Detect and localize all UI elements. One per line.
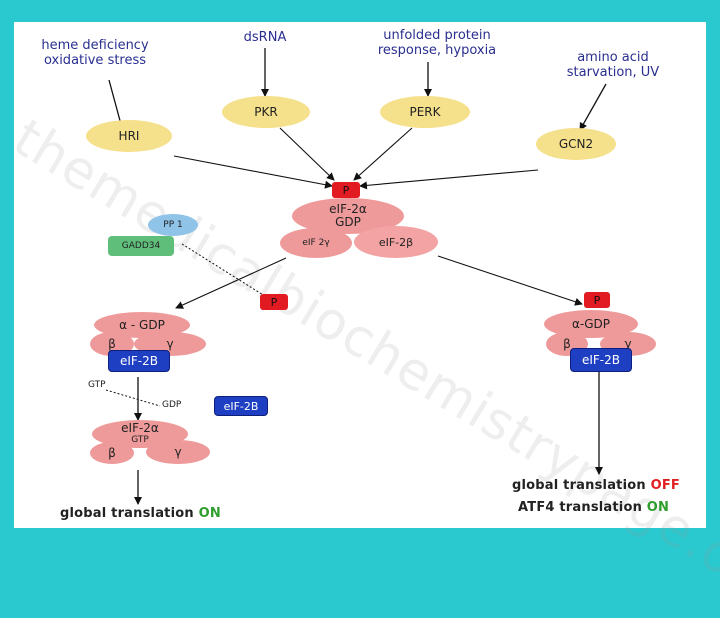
right-outcome-atf4: ATF4 translation ON — [518, 500, 669, 515]
stimulus-aa-line2: starvation, UV — [566, 65, 660, 80]
left-outcome-text: global translation — [60, 506, 199, 521]
kinase-hri: HRI — [86, 120, 172, 152]
eif2-beta: eIF-2β — [354, 226, 438, 258]
stimulus-upr: unfolded protein response, hypoxia — [362, 28, 512, 58]
right-eif2b-bound: eIF-2B — [570, 348, 632, 372]
eif2-gamma: eIF 2γ — [280, 228, 352, 258]
left-gtp-gamma: γ — [146, 440, 210, 464]
stimulus-upr-line1: unfolded protein — [383, 28, 491, 43]
kinase-gcn2: GCN2 — [536, 128, 616, 160]
dotted-pp1-to-p — [181, 243, 269, 299]
left-outcome: global translation ON — [60, 506, 221, 521]
left-eif2b-bound: eIF-2B — [108, 350, 170, 372]
kinase-pkr: PKR — [222, 96, 310, 128]
stimulus-heme: heme deficiency oxidative stress — [20, 38, 170, 68]
right-outcome-global-text: global translation — [512, 478, 651, 493]
gdp-label: GDP — [162, 400, 182, 410]
arrow-pkr-to-p — [279, 127, 335, 181]
phosphate-right: P — [584, 292, 610, 308]
arrow-center-to-right — [437, 255, 583, 306]
phosphate-left: P — [260, 294, 288, 310]
eif2-alpha-gdp: eIF-2α GDP — [292, 198, 404, 234]
gtp-label: GTP — [88, 380, 106, 390]
left-gtp-label: GTP — [131, 435, 149, 445]
kinase-perk: PERK — [380, 96, 470, 128]
arrow-layer — [105, 48, 607, 505]
arrow-gcn2-to-p — [359, 169, 539, 190]
dotted-gtp-to-gdp — [105, 389, 161, 407]
stimulus-aa-line1: amino acid — [577, 50, 649, 65]
arrow-aa-to-gcn2 — [579, 83, 607, 131]
gadd34-box: GADD34 — [108, 236, 174, 256]
left-gtp-beta: β — [90, 442, 134, 464]
right-outcome-global-state: OFF — [650, 478, 680, 493]
stimulus-dsrna: dsRNA — [243, 30, 287, 45]
phosphate-center: P — [332, 182, 360, 198]
stimulus-heme-line2: oxidative stress — [43, 53, 147, 68]
diagram-canvas: themedicalbiochemistrypage.org heme defi… — [3, 22, 720, 618]
arrow-perk-to-p — [353, 127, 413, 181]
right-outcome-global: global translation OFF — [512, 478, 680, 493]
stimulus-aa: amino acid starvation, UV — [548, 50, 678, 80]
arrow-center-to-left — [175, 257, 287, 309]
stimulus-heme-line1: heme deficiency — [41, 38, 149, 53]
eif2-alpha-label: eIF-2α — [329, 202, 367, 216]
pp1-oval: PP 1 — [148, 214, 198, 236]
right-outcome-atf4-text: ATF4 translation — [518, 500, 647, 515]
left-outcome-state: ON — [198, 506, 221, 521]
eif2-gdp-label: GDP — [335, 215, 361, 229]
free-eif2b: eIF-2B — [214, 396, 268, 416]
right-outcome-atf4-state: ON — [646, 500, 670, 515]
arrow-hri-to-p — [173, 155, 333, 189]
stimulus-upr-line2: response, hypoxia — [377, 43, 497, 58]
left-gtp-alpha-label: eIF-2α — [121, 421, 159, 435]
